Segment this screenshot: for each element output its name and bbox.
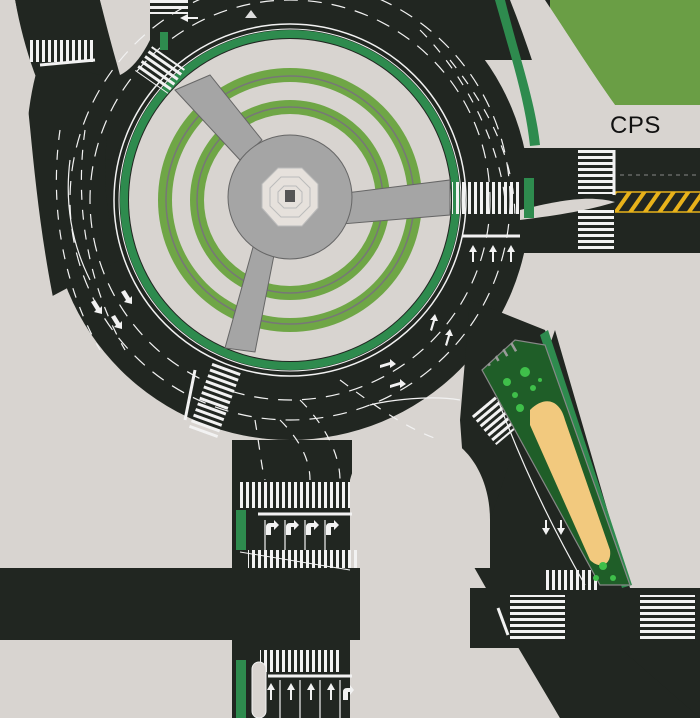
lane-arrows xyxy=(91,10,565,700)
crosswalks xyxy=(30,0,695,672)
east-splitter-island xyxy=(520,198,615,220)
planted-median xyxy=(481,339,631,586)
cps-label: CPS xyxy=(610,112,661,139)
pedestrian-refuge xyxy=(251,661,267,718)
through-arrows xyxy=(267,683,354,700)
park-area xyxy=(545,0,700,105)
yellow-hatched-median xyxy=(615,192,700,212)
right-turn-arrows xyxy=(266,520,339,535)
